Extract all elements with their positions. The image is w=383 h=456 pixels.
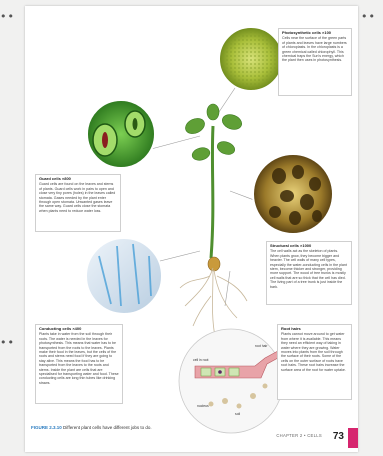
conducting-cells-box: Conducting cells ×400 Plants take in wat… — [35, 324, 123, 404]
page-number: 73 — [333, 431, 344, 442]
structural-cells-text: The cell walls act as the skeleton of pl… — [270, 249, 348, 289]
guard-cells-box: Guard cells ×800 Guard cells are found o… — [35, 174, 121, 232]
right-dots-top: •• — [361, 10, 376, 23]
photosynthetic-cells-title: Photosynthetic cells ×100 — [282, 31, 348, 35]
root-hairs-text: Plants cannot move around to get water f… — [281, 332, 348, 372]
root-hairs-title: Root hairs — [281, 327, 348, 331]
label-nucleus: nucleus — [197, 404, 209, 408]
conducting-cells-title: Conducting cells ×400 — [39, 327, 119, 331]
root-hairs-box: Root hairs Plants cannot move around to … — [277, 324, 352, 400]
structural-cells-title: Structural cells ×1000 — [270, 244, 348, 248]
conducting-cells-text: Plants take in water from the soil throu… — [39, 332, 119, 385]
chapter-label: CHAPTER 2 • CELLS — [276, 433, 322, 438]
photosynthetic-cells-text: Cells near the surface of the green part… — [282, 36, 348, 62]
guard-cells-text: Guard cells are found on the leaves and … — [39, 182, 117, 213]
photosynthetic-cells-box: Photosynthetic cells ×100 Cells near the… — [278, 28, 352, 96]
textbook-page: Photosynthetic cells ×100 Cells near the… — [25, 6, 358, 452]
label-soil: soil — [235, 412, 240, 416]
figure-number: FIGURE 2.3.10 — [31, 425, 62, 430]
figure-caption-text: Different plant cells have different job… — [63, 425, 152, 430]
chapter-tab — [348, 428, 358, 448]
structural-cells-box: Structural cells ×1000 The cell walls ac… — [266, 241, 352, 305]
figure-caption: FIGURE 2.3.10 Different plant cells have… — [31, 425, 152, 430]
left-dots-bottom: •• — [0, 336, 15, 349]
label-root-hair: root hair — [255, 344, 267, 348]
left-dots-top: •• — [0, 10, 15, 23]
label-cell-in-root: cell in root — [193, 358, 208, 362]
guard-cells-title: Guard cells ×800 — [39, 177, 117, 181]
